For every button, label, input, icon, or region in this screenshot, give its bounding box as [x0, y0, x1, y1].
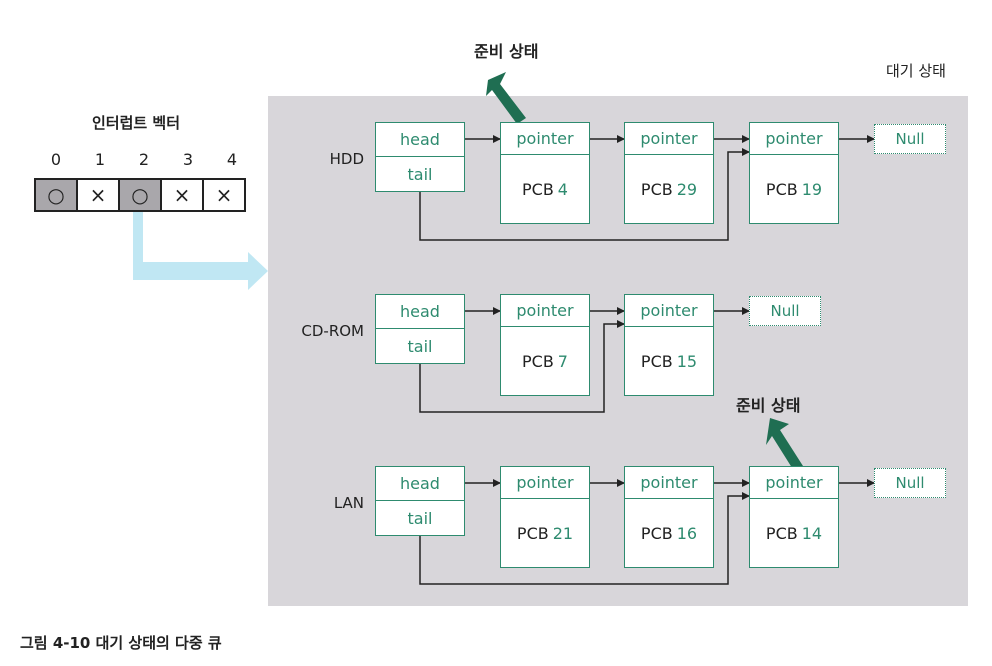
- cdrom-links: [419, 307, 750, 413]
- vector-index-0: 0: [50, 150, 62, 169]
- vector-cell-1: ×: [76, 178, 120, 212]
- pointer-field: pointer: [625, 123, 713, 155]
- vector-index-1: 1: [94, 150, 106, 169]
- queue-head-hdd: head tail: [375, 122, 465, 192]
- pointer-field: pointer: [625, 295, 713, 327]
- vector-cell-0: ○: [34, 178, 78, 212]
- head-field: head: [376, 467, 464, 501]
- vector-cell-2: ○: [118, 178, 162, 212]
- vector-cell-3: ×: [160, 178, 204, 212]
- queue-head-lan: head tail: [375, 466, 465, 536]
- device-label-cdrom: CD-ROM: [301, 322, 364, 340]
- head-field: head: [376, 123, 464, 157]
- tail-field: tail: [407, 164, 433, 184]
- figure-caption: 그림 4-10 대기 상태의 다중 큐: [20, 634, 222, 652]
- vector-index-3: 3: [182, 150, 194, 169]
- null-node-lan: Null: [874, 468, 946, 498]
- pointer-field: pointer: [750, 123, 838, 155]
- pointer-field: pointer: [501, 467, 589, 499]
- interrupt-vector-title: 인터럽트 벡터: [92, 114, 181, 132]
- null-node-cdrom: Null: [749, 296, 821, 326]
- vector-pointer-arrow: [133, 212, 268, 290]
- ready-state-label-lan: 준비 상태: [736, 396, 801, 415]
- pointer-field: pointer: [501, 295, 589, 327]
- queue-head-cdrom: head tail: [375, 294, 465, 364]
- pointer-field: pointer: [625, 467, 713, 499]
- lan-links: [419, 479, 875, 585]
- null-node-hdd: Null: [874, 124, 946, 154]
- ready-state-arrow-lan: [766, 418, 803, 471]
- hdd-links: [419, 135, 875, 241]
- vector-index-4: 4: [226, 150, 238, 169]
- pointer-field: pointer: [501, 123, 589, 155]
- vector-index-2: 2: [138, 150, 150, 169]
- device-label-lan: LAN: [333, 494, 364, 512]
- device-label-hdd: HDD: [329, 150, 364, 168]
- wait-state-label: 대기 상태: [886, 62, 946, 80]
- tail-field: tail: [407, 508, 433, 528]
- vector-cell-4: ×: [202, 178, 246, 212]
- head-field: head: [376, 295, 464, 329]
- tail-field: tail: [407, 336, 433, 356]
- ready-state-arrow-top: [486, 72, 526, 124]
- ready-state-label-top: 준비 상태: [474, 42, 539, 61]
- pointer-field: pointer: [750, 467, 838, 499]
